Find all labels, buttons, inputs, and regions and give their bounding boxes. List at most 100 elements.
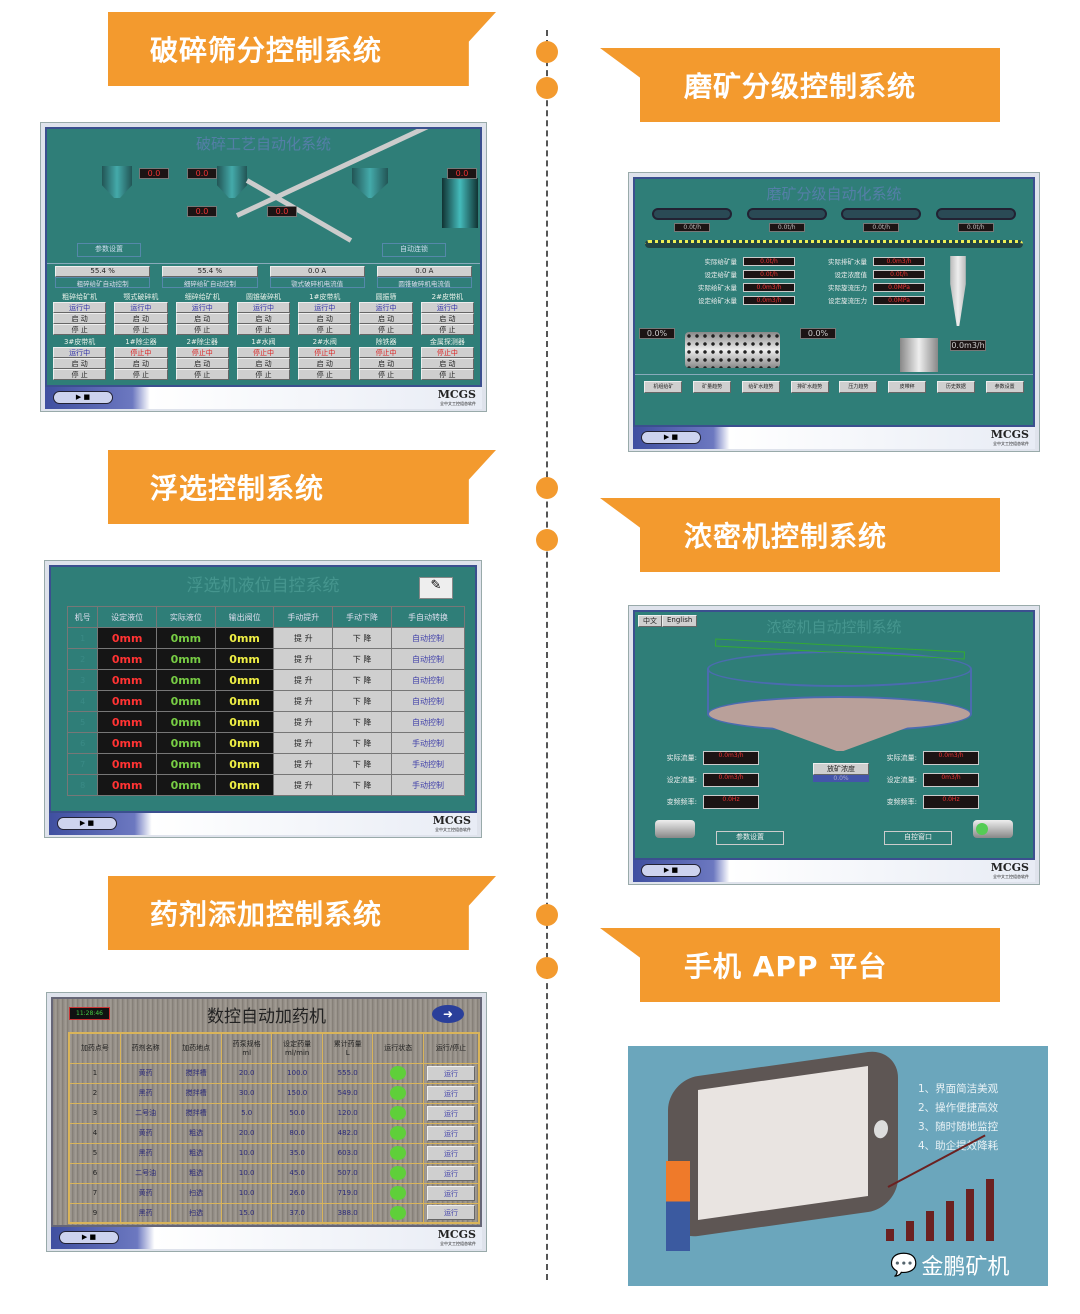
raise-button[interactable]: 提 升: [273, 711, 334, 733]
level-valve: 0mm: [214, 732, 275, 754]
lower-button[interactable]: 下 降: [332, 753, 392, 775]
start-button[interactable]: 启 动: [175, 358, 229, 369]
readout: 0.0m3/h: [950, 340, 986, 351]
stop-button[interactable]: 停 止: [114, 369, 168, 380]
status-indicator: [390, 1086, 407, 1100]
stop-button[interactable]: 停 止: [359, 324, 413, 335]
run-button[interactable]: 运行: [426, 1145, 475, 1161]
mode-toggle-button[interactable]: 手动控制: [390, 774, 466, 796]
feature-item: 1、界面简洁美观: [918, 1083, 999, 1095]
start-button[interactable]: 启 动: [236, 313, 291, 324]
mode-toggle-button[interactable]: 自动控制: [390, 669, 466, 691]
run-button[interactable]: 运行: [426, 1185, 475, 1201]
stop-button[interactable]: 停 止: [298, 369, 352, 380]
run-button[interactable]: 运行: [426, 1105, 475, 1121]
raise-button[interactable]: 提 升: [273, 753, 334, 775]
playback-control[interactable]: ▶ ■: [641, 431, 701, 444]
run-button[interactable]: 运行: [426, 1125, 475, 1141]
stop-button[interactable]: 停 止: [175, 324, 229, 335]
lower-button[interactable]: 下 降: [332, 648, 392, 670]
start-button[interactable]: 启 动: [420, 313, 474, 324]
stop-button[interactable]: 停 止: [175, 369, 229, 380]
playback-control[interactable]: ▶ ■: [59, 1231, 119, 1244]
run-button[interactable]: 运行: [426, 1065, 475, 1081]
start-button[interactable]: 启 动: [298, 313, 352, 324]
run-button[interactable]: 运行: [426, 1085, 475, 1101]
raise-button[interactable]: 提 升: [273, 774, 334, 796]
raise-button[interactable]: 提 升: [273, 690, 334, 712]
start-button[interactable]: 启 动: [175, 313, 229, 324]
start-button[interactable]: 启 动: [236, 358, 291, 369]
start-button[interactable]: 启 动: [114, 358, 168, 369]
playback-control[interactable]: ▶ ■: [57, 817, 117, 830]
start-button[interactable]: 启 动: [359, 313, 413, 324]
timeline-dot: [536, 41, 558, 63]
grinding-nav-button[interactable]: 给矿水趋势: [741, 381, 780, 393]
mode-toggle-button[interactable]: 自动控制: [390, 690, 466, 712]
stop-button[interactable]: 停 止: [114, 324, 168, 335]
equipment-control: 除铁器停止中启 动停 止: [359, 337, 413, 380]
growth-bar: [966, 1188, 974, 1241]
grinding-nav-button[interactable]: 压力趋势: [839, 381, 878, 393]
raise-button[interactable]: 提 升: [273, 732, 334, 754]
stop-button[interactable]: 停 止: [359, 369, 413, 380]
lower-button[interactable]: 下 降: [332, 627, 392, 649]
run-button[interactable]: 运行: [426, 1205, 475, 1221]
param-settings-button[interactable]: 参数设置: [77, 243, 141, 257]
grinding-nav-button[interactable]: 矿量趋势: [693, 381, 732, 393]
next-page-arrow-icon[interactable]: ➜: [432, 1005, 464, 1023]
stop-button[interactable]: 停 止: [420, 369, 474, 380]
start-button[interactable]: 启 动: [114, 313, 168, 324]
crushing-title: 破碎工艺自动化系统: [195, 135, 331, 153]
raise-button[interactable]: 提 升: [273, 627, 334, 649]
stop-button[interactable]: 停 止: [420, 324, 474, 335]
param-settings-button[interactable]: 参数设置: [716, 831, 784, 845]
lower-button[interactable]: 下 降: [332, 774, 392, 796]
lower-button[interactable]: 下 降: [332, 669, 392, 691]
playback-control[interactable]: ▶ ■: [641, 864, 701, 877]
mode-toggle-button[interactable]: 自动控制: [390, 648, 466, 670]
stop-button[interactable]: 停 止: [236, 369, 291, 380]
stop-button[interactable]: 停 止: [53, 324, 107, 335]
start-button[interactable]: 启 动: [53, 358, 107, 369]
field-value: 0.0m3/h: [703, 751, 759, 765]
mode-toggle-button[interactable]: 手动控制: [390, 732, 466, 754]
field-label: 设定流量:: [666, 776, 697, 784]
raise-button[interactable]: 提 升: [273, 669, 334, 691]
mode-toggle-button[interactable]: 自动控制: [390, 711, 466, 733]
grinding-nav-button[interactable]: 参数设置: [985, 381, 1024, 393]
level-actual: 0mm: [155, 774, 216, 796]
playback-control[interactable]: ▶ ■: [53, 391, 113, 404]
lang-en-button[interactable]: English: [662, 615, 698, 627]
start-button[interactable]: 启 动: [420, 358, 474, 369]
stop-button[interactable]: 停 止: [298, 324, 352, 335]
status-indicator: [390, 1106, 407, 1120]
raise-button[interactable]: 提 升: [273, 648, 334, 670]
lower-button[interactable]: 下 降: [332, 711, 392, 733]
start-button[interactable]: 启 动: [53, 313, 107, 324]
start-button[interactable]: 启 动: [298, 358, 352, 369]
auto-control-window-button[interactable]: 自控窗口: [884, 831, 952, 845]
start-button[interactable]: 启 动: [359, 358, 413, 369]
mode-toggle-button[interactable]: 手动控制: [390, 753, 466, 775]
lower-button[interactable]: 下 降: [332, 690, 392, 712]
grinding-nav-button[interactable]: 皮带秤: [888, 381, 927, 393]
lower-button[interactable]: 下 降: [332, 732, 392, 754]
grinding-nav-button[interactable]: 排矿水趋势: [790, 381, 829, 393]
level-set: 0mm: [97, 669, 157, 691]
growth-bar: [886, 1228, 894, 1241]
stop-button[interactable]: 停 止: [236, 324, 291, 335]
mode-toggle-button[interactable]: 自动控制: [390, 627, 466, 649]
lang-cn-button[interactable]: 中文: [638, 615, 662, 627]
cell-no: 3: [68, 1102, 121, 1124]
machine-number: 6: [66, 732, 99, 754]
report-icon[interactable]: ✎: [419, 577, 453, 599]
grinding-nav-button[interactable]: 历史数据: [936, 381, 975, 393]
run-button[interactable]: 运行: [426, 1165, 475, 1181]
grinding-nav-button[interactable]: 机组给矿: [644, 381, 683, 393]
stop-button[interactable]: 停 止: [53, 369, 107, 380]
auto-interlock-button[interactable]: 自动连锁: [382, 243, 446, 257]
cell-name: 黄药: [119, 1122, 172, 1144]
